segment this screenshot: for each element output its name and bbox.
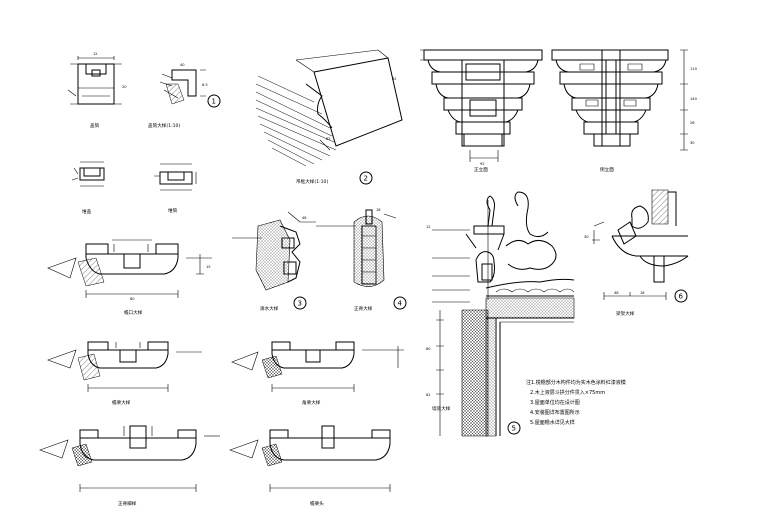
caption-hip-rafter: 角栗大样 xyxy=(302,399,321,406)
hip-rafter-profile: 角栗大样 xyxy=(231,341,404,406)
tile-section-cap-c: 堆盖 xyxy=(71,161,105,215)
svg-text:48: 48 xyxy=(614,291,619,295)
caption-small-d: 堆筒 xyxy=(168,207,178,214)
note-line-3: 3.屋面单位均在设计图 xyxy=(530,399,580,406)
rafter-head-profile: 檐栗头 xyxy=(229,425,391,507)
tile-section-cap-d: 堆筒 xyxy=(154,163,197,214)
caption-ring-axis: 吊框大样(1:10) xyxy=(296,178,328,185)
svg-text:4: 4 xyxy=(398,300,403,308)
note-title: 注1.棁檐部分木构件均为实木色涂料红漆液模 xyxy=(526,379,626,386)
svg-text:20: 20 xyxy=(122,85,127,89)
svg-text:12: 12 xyxy=(426,225,431,229)
eave-cap-elevation: 80 15 檐口大样 xyxy=(47,239,212,316)
caption-drip-pin: 滴水大样 xyxy=(260,305,279,312)
wall-eave-section: 12 80 62 墙装大样 xyxy=(426,191,575,437)
caption-bracket-side: 侧立面 xyxy=(600,166,614,173)
bubble-1: 1 xyxy=(207,94,221,108)
ridge-plank-detail: 18 正脊大样 xyxy=(316,208,397,312)
beam-joint-detail: 30 48 18 梁架大样 xyxy=(584,189,689,317)
long-rafter-profile: 檐栗大样 xyxy=(47,341,202,406)
svg-text:30: 30 xyxy=(584,235,589,239)
bubble-2: 2 xyxy=(359,171,373,185)
bracket-set-front: 92 正立面 xyxy=(420,49,543,173)
caption-long-rafter: 檐栗大样 xyxy=(112,399,131,406)
caption-profile-ne: 盖筒大样(1:10) xyxy=(148,122,180,129)
drip-pin-detail: 48 滴水大样 xyxy=(232,211,316,312)
svg-text:92: 92 xyxy=(480,162,485,166)
svg-text:62: 62 xyxy=(392,77,397,81)
svg-text:40: 40 xyxy=(180,63,185,67)
bubble-4: 4 xyxy=(393,296,407,310)
bracket-set-side: 110 140 26 30 侧立面 xyxy=(551,49,698,173)
svg-text:12: 12 xyxy=(93,52,98,56)
tile-section-cap-a: 12 20 盖筒 xyxy=(67,52,127,129)
bubble-5: 5 xyxy=(507,421,521,435)
caption-small-a: 盖筒 xyxy=(90,122,100,129)
caption-rafter-head: 檐栗头 xyxy=(310,500,324,507)
svg-text:3: 3 xyxy=(298,300,302,308)
caption-bracket-front: 正立面 xyxy=(474,166,488,173)
svg-text:30: 30 xyxy=(690,141,695,145)
note-line-5: 5.屋面檐水详见大样 xyxy=(530,419,575,426)
svg-text:1: 1 xyxy=(212,98,216,106)
svg-text:140: 140 xyxy=(690,97,698,101)
svg-text:2: 2 xyxy=(364,175,368,183)
svg-text:15: 15 xyxy=(206,265,211,269)
svg-text:5: 5 xyxy=(512,425,516,433)
caption-eave-cap: 檐口大样 xyxy=(124,309,143,316)
bubble-6: 6 xyxy=(674,289,688,303)
bubble-3: 3 xyxy=(293,296,307,310)
general-notes: 注1.棁檐部分木构件均为实木色涂料红漆液模 2.木上液层斗拱分件贯入×75mm … xyxy=(526,379,626,426)
caption-beam-sheet: 梁架大样 xyxy=(616,310,635,317)
note-line-4: 4.安装图详布置图所示 xyxy=(530,409,580,416)
svg-text:18: 18 xyxy=(376,208,381,212)
svg-text:6.5: 6.5 xyxy=(202,83,208,87)
inclined-rafter-detail: 82 62 吊框大样(1:10) xyxy=(255,49,403,185)
caption-wall-sheet: 墙装大样 xyxy=(432,405,451,412)
svg-text:62: 62 xyxy=(426,393,431,397)
ridge-foot-profile: 正脊脚样 xyxy=(39,425,220,507)
svg-text:80: 80 xyxy=(426,347,431,351)
tile-section-cap-b: 40 6.5 盖筒大样(1:10) xyxy=(148,63,208,129)
svg-text:6: 6 xyxy=(679,293,684,301)
caption-small-c: 堆盖 xyxy=(82,208,92,215)
caption-ridge-foot: 正脊脚样 xyxy=(118,500,137,507)
svg-text:110: 110 xyxy=(690,67,698,71)
svg-text:80: 80 xyxy=(130,297,135,301)
note-line-2: 2.木上液层斗拱分件贯入×75mm xyxy=(530,389,605,396)
svg-text:48: 48 xyxy=(302,216,307,220)
svg-text:18: 18 xyxy=(640,291,645,295)
svg-text:26: 26 xyxy=(690,121,695,125)
caption-ridge-plank: 正脊大样 xyxy=(354,305,373,312)
svg-text:82: 82 xyxy=(326,137,331,141)
